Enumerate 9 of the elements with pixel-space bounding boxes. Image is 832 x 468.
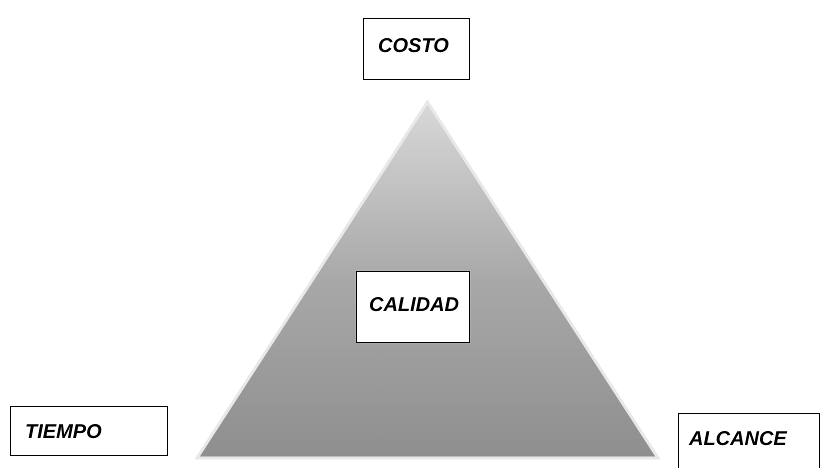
box-label: ALCANCE [689,428,787,451]
label-box [10,406,168,456]
triangle-shape [195,100,660,460]
box-label: COSTO [378,35,449,58]
label-box [356,271,470,343]
label-box [678,413,820,468]
label-box [363,18,470,80]
box-label: CALIDAD [369,294,459,317]
box-label: TIEMPO [25,421,102,444]
